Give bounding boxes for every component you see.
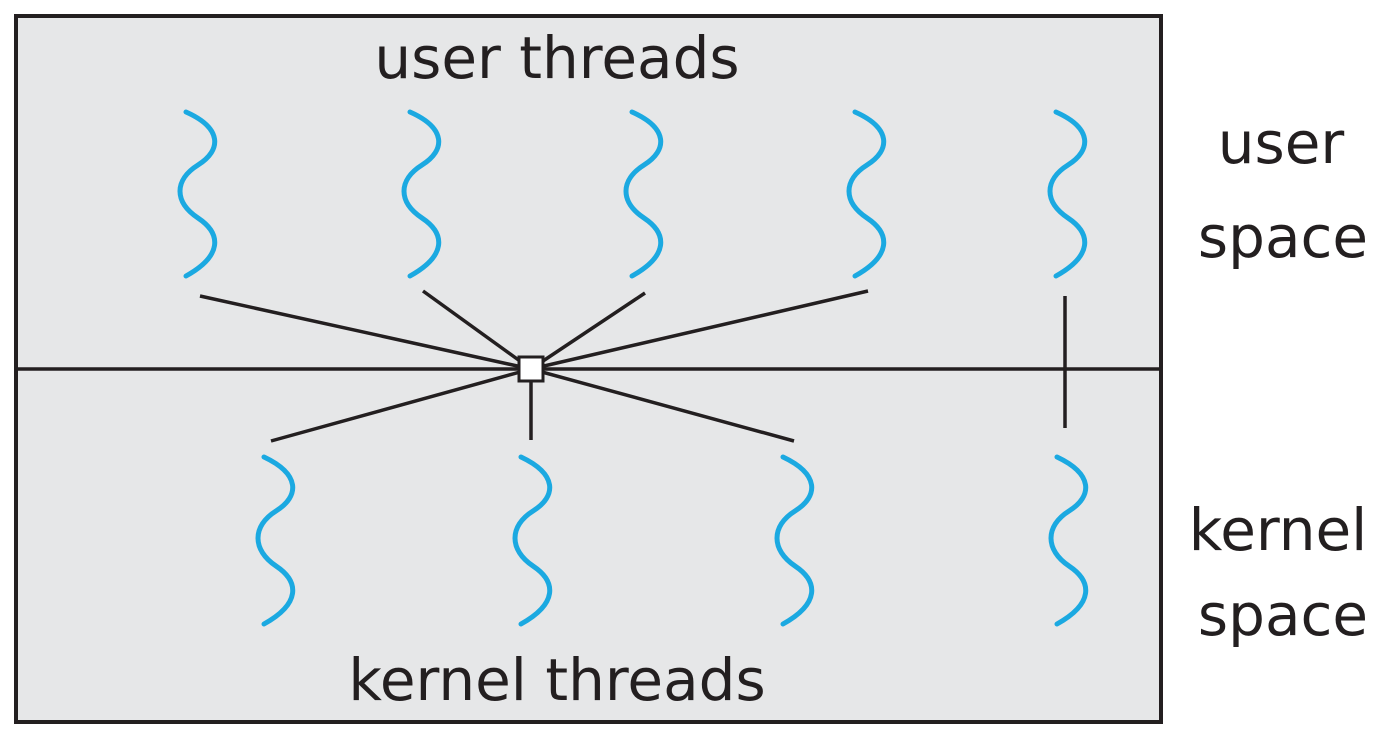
kernel-thread-icon [1048, 454, 1089, 627]
kernel-space-label-line1: kernel [1189, 496, 1368, 564]
kernel-thread-icon [255, 454, 296, 627]
kernel-threads-group [255, 454, 1089, 627]
kernel-thread-icon [512, 454, 553, 627]
kernel-thread-icon [774, 454, 815, 627]
user-space-label-line1: user [1218, 109, 1345, 177]
user-thread-icon [846, 109, 887, 279]
user-space-label-line2: space [1198, 203, 1368, 271]
connector-kernel-thread-1 [270, 367, 532, 443]
connector-user-thread-1 [199, 294, 532, 371]
connector-user-thread-3 [530, 291, 646, 371]
kernel-space-label-line2: space [1198, 581, 1368, 649]
user-thread-icon [401, 109, 442, 279]
thread-multiplexer-box [517, 355, 545, 383]
connector-user-thread-2 [421, 289, 533, 371]
connector-user-thread-4 [530, 289, 869, 371]
thread-connections [199, 289, 1067, 443]
connector-kernel-thread-3 [530, 367, 795, 443]
user-thread-icon [1047, 109, 1088, 279]
user-threads-group [177, 109, 1088, 279]
user-thread-icon [177, 109, 218, 279]
user-threads-label: user threads [374, 24, 739, 92]
user-thread-icon [623, 109, 664, 279]
kernel-threads-label: kernel threads [348, 646, 765, 714]
